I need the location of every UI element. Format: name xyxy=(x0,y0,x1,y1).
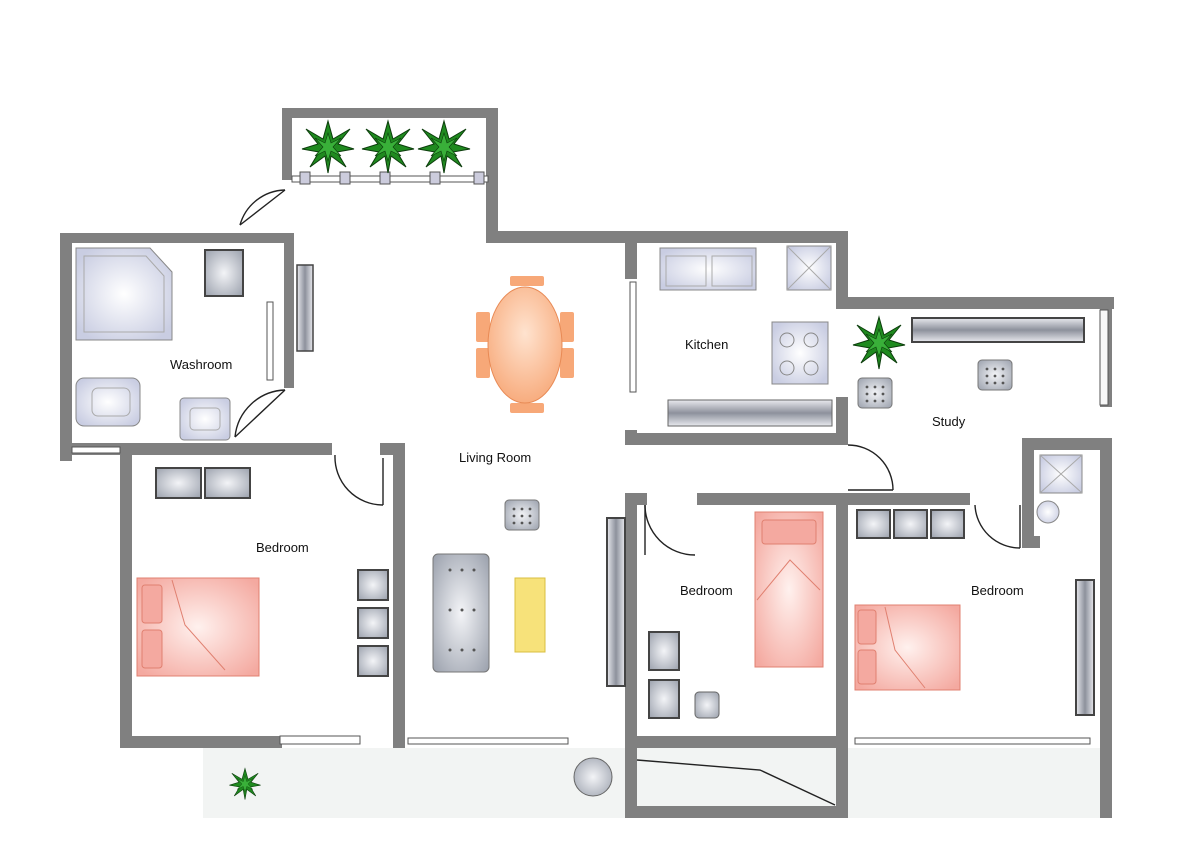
bathtub-icon xyxy=(75,247,173,341)
study-chair-icon xyxy=(977,359,1013,391)
room-label-washroom: Washroom xyxy=(170,357,232,372)
round-table-icon xyxy=(573,757,613,797)
desk-icon xyxy=(911,317,1085,343)
bed-icon xyxy=(854,604,961,691)
basin-icon xyxy=(1036,500,1060,524)
walls xyxy=(60,108,1114,818)
shower-icon xyxy=(1039,454,1083,494)
nightstand-icon xyxy=(856,509,965,539)
room-label-bedroom-middle: Bedroom xyxy=(680,583,733,598)
nightstand-icon xyxy=(155,467,251,499)
plant-icon xyxy=(301,120,355,174)
wardrobe-icon xyxy=(357,569,389,677)
room-label-bedroom-right: Bedroom xyxy=(971,583,1024,598)
toilet-icon xyxy=(75,377,141,427)
room-label-bedroom-left: Bedroom xyxy=(256,540,309,555)
dining-table-icon xyxy=(476,276,574,413)
tv-cabinet-icon xyxy=(296,264,314,352)
plant-icon xyxy=(852,316,906,370)
cabinet-icon xyxy=(204,249,244,297)
bed-icon xyxy=(754,511,824,668)
rug-icon xyxy=(514,577,546,653)
kitchen-sink-icon xyxy=(659,247,757,291)
room-label-living-room: Living Room xyxy=(459,450,531,465)
plant-icon xyxy=(361,120,415,174)
sink-icon xyxy=(179,397,231,441)
armchair-icon xyxy=(504,499,540,531)
plant-icon xyxy=(417,120,471,174)
fridge-icon xyxy=(786,245,832,291)
stove-icon xyxy=(771,321,829,385)
stool-icon xyxy=(694,691,720,719)
room-label-study: Study xyxy=(932,414,966,429)
sofa-icon xyxy=(432,553,490,673)
wardrobe-icon xyxy=(1075,579,1095,716)
wardrobe-icon xyxy=(648,631,680,719)
study-chair-icon xyxy=(857,377,893,409)
counter-icon xyxy=(667,399,833,427)
tv-cabinet-icon xyxy=(606,517,626,687)
bed-icon xyxy=(136,577,260,677)
room-label-kitchen: Kitchen xyxy=(685,337,728,352)
door-swings xyxy=(234,189,1021,806)
